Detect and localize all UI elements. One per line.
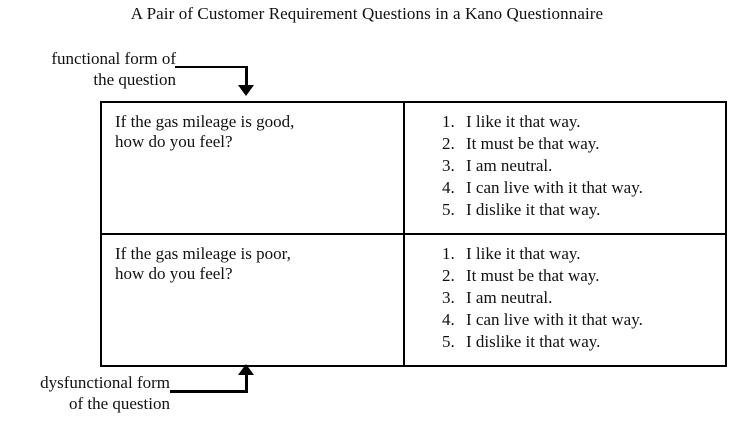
list-item[interactable]: 2. It must be that way. xyxy=(405,265,725,287)
answer-label: I am neutral. xyxy=(466,288,553,307)
answer-number: 4. xyxy=(442,178,455,197)
answer-label: I dislike it that way. xyxy=(466,200,601,219)
list-item[interactable]: 3. I am neutral. xyxy=(405,155,725,177)
answers-cell-dysfunctional: 1. I like it that way. 2. It must be tha… xyxy=(403,233,727,367)
answer-number: 1. xyxy=(442,244,455,263)
answer-number: 3. xyxy=(442,156,455,175)
answer-label: I like it that way. xyxy=(466,112,581,131)
answer-number: 5. xyxy=(442,332,455,351)
answer-number: 4. xyxy=(442,310,455,329)
answer-label: I can live with it that way. xyxy=(466,310,643,329)
question-cell-functional: If the gas mileage is good, how do you f… xyxy=(100,101,405,235)
answer-number: 1. xyxy=(442,112,455,131)
question-line1: If the gas mileage is good, xyxy=(115,112,295,131)
callout-functional-form: functional form of the question xyxy=(6,48,176,90)
arrow-up-icon xyxy=(238,364,254,375)
callout-dysfunctional-line2: of the question xyxy=(68,394,170,413)
question-text: If the gas mileage is poor, how do you f… xyxy=(115,244,403,284)
list-item[interactable]: 5. I dislike it that way. xyxy=(405,199,725,221)
answer-number: 5. xyxy=(442,200,455,219)
question-cell-dysfunctional: If the gas mileage is poor, how do you f… xyxy=(100,233,405,367)
answers-cell-functional: 1. I like it that way. 2. It must be tha… xyxy=(403,101,727,235)
answer-options-list: 1. I like it that way. 2. It must be tha… xyxy=(405,243,725,353)
callout-dysfunctional-line1: dysfunctional form xyxy=(40,373,170,392)
answer-options-list: 1. I like it that way. 2. It must be tha… xyxy=(405,111,725,221)
answer-number: 3. xyxy=(442,288,455,307)
table-row: If the gas mileage is poor, how do you f… xyxy=(100,233,727,367)
arrow-down-icon xyxy=(238,85,254,96)
list-item[interactable]: 5. I dislike it that way. xyxy=(405,331,725,353)
question-line2: how do you feel? xyxy=(115,264,233,283)
callout-dysfunctional-form: dysfunctional form of the question xyxy=(0,372,170,414)
leader-line-dysfunctional-horizontal xyxy=(170,390,248,393)
question-line1: If the gas mileage is poor, xyxy=(115,244,291,263)
list-item[interactable]: 3. I am neutral. xyxy=(405,287,725,309)
kano-questionnaire-table: If the gas mileage is good, how do you f… xyxy=(100,101,727,367)
figure-title: A Pair of Customer Requirement Questions… xyxy=(130,4,604,23)
answer-number: 2. xyxy=(442,266,455,285)
list-item[interactable]: 4. I can live with it that way. xyxy=(405,309,725,331)
answer-label: I dislike it that way. xyxy=(466,332,601,351)
answer-label: It must be that way. xyxy=(466,266,600,285)
answer-number: 2. xyxy=(442,134,455,153)
list-item[interactable]: 1. I like it that way. xyxy=(405,243,725,265)
question-line2: how do you feel? xyxy=(115,132,233,151)
list-item[interactable]: 1. I like it that way. xyxy=(405,111,725,133)
question-text: If the gas mileage is good, how do you f… xyxy=(115,112,403,152)
callout-functional-line2: the question xyxy=(93,70,176,89)
list-item[interactable]: 4. I can live with it that way. xyxy=(405,177,725,199)
answer-label: I am neutral. xyxy=(466,156,553,175)
table-row: If the gas mileage is good, how do you f… xyxy=(100,101,727,235)
list-item[interactable]: 2. It must be that way. xyxy=(405,133,725,155)
leader-line-functional-vertical xyxy=(245,66,248,87)
answer-label: I can live with it that way. xyxy=(466,178,643,197)
answer-label: I like it that way. xyxy=(466,244,581,263)
leader-line-functional-horizontal xyxy=(175,66,248,68)
leader-line-dysfunctional-vertical xyxy=(245,374,248,393)
callout-functional-line1: functional form of xyxy=(51,49,176,68)
answer-label: It must be that way. xyxy=(466,134,600,153)
